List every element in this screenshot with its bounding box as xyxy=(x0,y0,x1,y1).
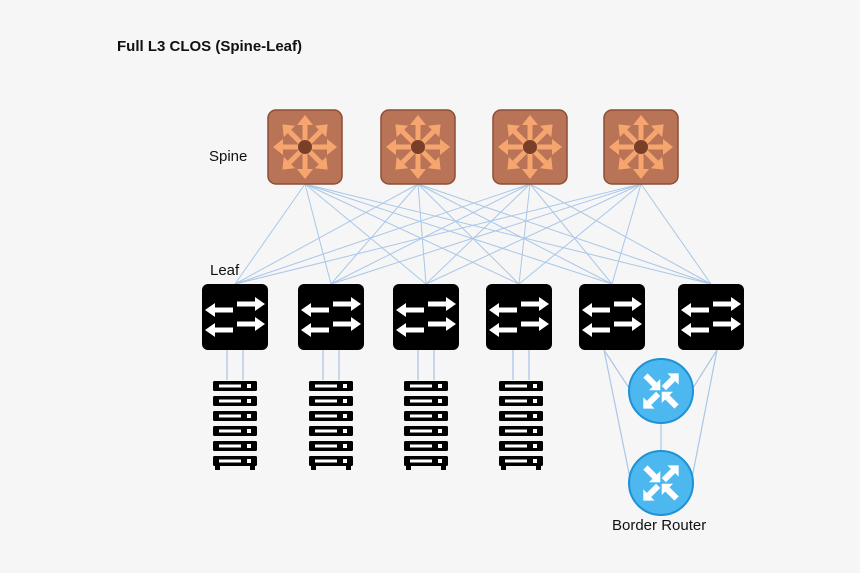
spine-leaf-link xyxy=(640,183,712,285)
nodes-layer xyxy=(202,109,744,516)
spine-leaf-link xyxy=(330,183,531,285)
spine-leaf-link xyxy=(234,183,306,285)
leaf-switch-icon xyxy=(678,284,744,350)
spine-label: Spine xyxy=(209,148,248,165)
border-router-label: Border Router xyxy=(612,517,707,534)
leaf-switch-icon xyxy=(202,284,268,350)
spine-leaf-link xyxy=(518,183,531,285)
spine-leaf-link xyxy=(234,183,642,285)
spine-leaf-link xyxy=(417,183,712,285)
diagram-title: Full L3 CLOS (Spine-Leaf) xyxy=(117,38,303,55)
spine-switch-icon xyxy=(267,109,343,185)
spine-leaf-link xyxy=(518,183,642,285)
leaf-switch-icon xyxy=(298,284,364,350)
leaf-router-link xyxy=(603,349,632,392)
border-router-icon xyxy=(628,358,694,424)
spine-leaf-link xyxy=(330,183,642,285)
leaf-label: Leaf xyxy=(210,262,240,279)
spine-leaf-link xyxy=(304,183,427,285)
leaf-switch-icon xyxy=(486,284,552,350)
spine-leaf-link xyxy=(304,183,613,285)
server-rack-icon xyxy=(499,381,543,470)
spine-switch-icon xyxy=(603,109,679,185)
links-layer xyxy=(226,183,718,484)
spine-leaf-link xyxy=(330,183,419,285)
spine-leaf-link xyxy=(234,183,419,285)
spine-leaf-link xyxy=(425,183,531,285)
spine-leaf-link xyxy=(611,183,642,285)
spine-leaf-link xyxy=(417,183,613,285)
spine-leaf-link xyxy=(304,183,332,285)
leaf-switch-icon xyxy=(579,284,645,350)
server-rack-icon xyxy=(309,381,353,470)
leaf-router-link xyxy=(603,349,632,484)
server-rack-icon xyxy=(404,381,448,470)
spine-leaf-link xyxy=(304,183,520,285)
spine-leaf-link xyxy=(425,183,642,285)
spine-switch-icon xyxy=(492,109,568,185)
spine-leaf-link xyxy=(304,183,712,285)
spine-switch-icon xyxy=(380,109,456,185)
spine-leaf-link xyxy=(417,183,520,285)
spine-leaf-link xyxy=(529,183,613,285)
spine-leaf-link xyxy=(234,183,531,285)
spine-leaf-link xyxy=(417,183,427,285)
border-router-icon xyxy=(628,450,694,516)
server-rack-icon xyxy=(213,381,257,470)
spine-leaf-link xyxy=(529,183,712,285)
leaf-router-link xyxy=(690,349,718,392)
leaf-switch-icon xyxy=(393,284,459,350)
leaf-router-link xyxy=(690,349,718,484)
